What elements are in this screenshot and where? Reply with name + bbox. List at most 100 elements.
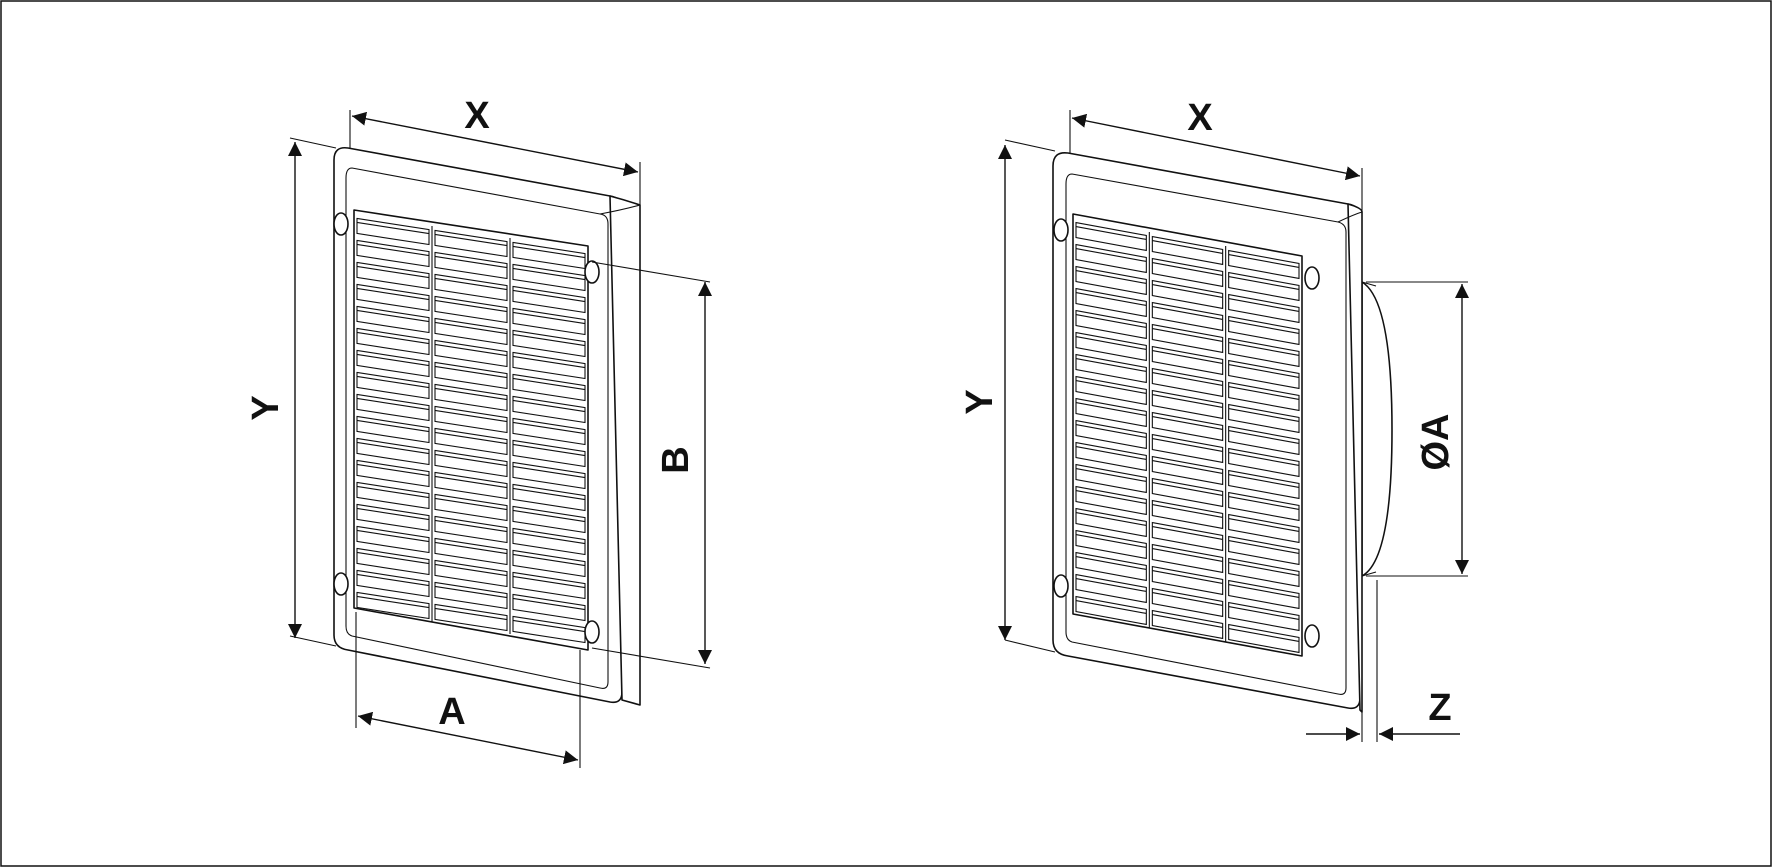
right-screw-hole-top-right <box>1304 266 1320 290</box>
left-louvre-slat <box>434 361 508 390</box>
right-louvre-slat <box>1075 309 1147 340</box>
left-louvre-slat <box>512 615 586 644</box>
right-louvre-slat <box>1075 529 1147 560</box>
left-louvre-slat <box>356 459 430 488</box>
right-louvre-slat <box>1228 271 1300 302</box>
right-louvre-slat <box>1228 601 1300 632</box>
left-louvre-slat <box>434 537 508 566</box>
right-louvre-slat <box>1075 243 1147 274</box>
right-louvre-slat <box>1075 287 1147 318</box>
left-louvre-slat <box>512 571 586 600</box>
left-dimension-a-line <box>357 711 579 765</box>
left-louvre-slat <box>356 239 430 268</box>
left-slats <box>356 217 586 644</box>
right-frame-side <box>1347 203 1363 713</box>
right-louvre-slat <box>1228 293 1300 324</box>
left-louvre-slat <box>356 283 430 312</box>
left-frame-side <box>609 195 641 706</box>
right-louvre-slat <box>1151 323 1224 354</box>
left-louvre-slat <box>434 229 508 258</box>
right-louvre-slat <box>1228 425 1300 456</box>
left-louvre-slat <box>356 503 430 532</box>
left-dimension-y-label: Y <box>245 395 287 420</box>
right-louvre-slat <box>1075 441 1147 472</box>
left-louvre-slat <box>512 351 586 380</box>
left-louvre-slat <box>434 251 508 280</box>
right-slats <box>1075 221 1300 654</box>
right-louvre-slat <box>1151 543 1224 574</box>
right-louvre-slat <box>1228 579 1300 610</box>
right-louvre-slat <box>1151 235 1224 266</box>
left-dimension-b-label: B <box>655 446 697 473</box>
left-louvre-slat <box>356 261 430 290</box>
left-louvre-slat <box>512 263 586 292</box>
left-louvre-slat <box>434 603 508 632</box>
right-louvre-slat <box>1075 265 1147 296</box>
right-louvre-slat <box>1075 397 1147 428</box>
left-screw-hole-bottom-left <box>333 572 349 596</box>
left-louvre-slat <box>356 327 430 356</box>
left-louvre-slat <box>356 591 430 620</box>
right-frame-bevel <box>1065 173 1347 695</box>
left-louvre-slat <box>512 285 586 314</box>
left-louvre-slat <box>434 339 508 368</box>
left-louvre-slat <box>512 439 586 468</box>
right-louvre-slat <box>1228 381 1300 412</box>
right-louvre-slat <box>1151 279 1224 310</box>
left-screw-hole-top-left <box>333 212 349 236</box>
right-louvre-slat <box>1151 455 1224 486</box>
left-grille: X Y A B <box>245 95 712 768</box>
right-louvre-slat <box>1151 301 1224 332</box>
right-louvre-slat <box>1075 353 1147 384</box>
right-louvre-slat <box>1228 535 1300 566</box>
left-louvre-slat <box>512 483 586 512</box>
left-grille-panel <box>353 209 589 651</box>
right-louvre-slat <box>1075 551 1147 582</box>
left-louvre-slat <box>512 417 586 446</box>
left-dimension-x-line <box>351 111 639 177</box>
left-louvre-slat <box>434 471 508 500</box>
right-louvre-slat <box>1151 389 1224 420</box>
right-louvre-slat <box>1228 403 1300 434</box>
right-louvre-slat <box>1228 249 1300 280</box>
left-louvre-slat <box>356 371 430 400</box>
left-louvre-slat <box>512 395 586 424</box>
left-frame-curve <box>599 204 641 215</box>
right-screw-hole-bottom-left <box>1053 574 1069 598</box>
right-screw-hole-bottom-right <box>1304 624 1320 648</box>
left-louvre-slat <box>434 317 508 346</box>
right-louvre-slat <box>1075 485 1147 516</box>
left-screw-hole-top-right <box>584 260 600 284</box>
left-screw-hole-bottom-right <box>584 620 600 644</box>
left-louvre-slat <box>356 349 430 378</box>
left-dimension-x-label: X <box>464 95 490 137</box>
left-louvre-slat <box>434 493 508 522</box>
right-louvre-slat <box>1151 609 1224 640</box>
left-louvre-slat <box>356 437 430 466</box>
left-louvre-slat <box>356 393 430 422</box>
right-louvre-slat <box>1228 447 1300 478</box>
left-louvre-slat <box>434 295 508 324</box>
right-louvre-slat <box>1228 359 1300 390</box>
left-louvre-slat <box>356 525 430 554</box>
left-louvre-slat <box>512 527 586 556</box>
right-louvre-slat <box>1228 469 1300 500</box>
right-louvre-slat <box>1151 345 1224 376</box>
right-louvre-slat <box>1151 521 1224 552</box>
right-louvre-slat <box>1151 477 1224 508</box>
right-louvre-slat <box>1228 491 1300 522</box>
right-louvre-slat <box>1151 433 1224 464</box>
left-dimension-a-label: A <box>438 691 465 733</box>
right-dimension-z-label: Z <box>1428 687 1451 729</box>
right-louvre-slat <box>1151 565 1224 596</box>
left-louvre-slat <box>512 461 586 490</box>
left-louvre-slat <box>356 547 430 576</box>
right-louvre-slat <box>1151 499 1224 530</box>
left-louvre-slat <box>512 505 586 534</box>
right-grille: X Y ØA Z <box>959 97 1469 742</box>
left-louvre-slat <box>356 217 430 246</box>
left-louvre-slat <box>434 427 508 456</box>
right-louvre-slat <box>1228 623 1300 654</box>
